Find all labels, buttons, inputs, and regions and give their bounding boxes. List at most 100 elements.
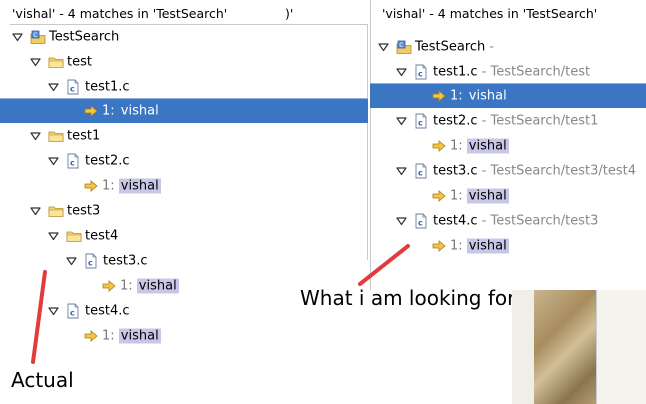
tree-node-folder[interactable]: test4 (0, 223, 368, 248)
node-path: - TestSearch/test3 (477, 213, 599, 228)
tree-node-cfile[interactable]: c test4.c (0, 298, 368, 323)
annotation-actual: Actual (11, 368, 74, 392)
search-match-row[interactable]: 1: vishal (370, 133, 646, 158)
search-match-row[interactable]: 1: vishal (370, 83, 646, 108)
node-name: TestSearch (49, 29, 120, 44)
tree-node-label: test2.c (85, 153, 130, 168)
tree-node-label: test4.c (85, 303, 130, 318)
tree-node-label: test4 (85, 228, 118, 243)
expand-toggle-icon[interactable] (30, 57, 41, 66)
svg-text:c: c (418, 168, 423, 177)
expand-toggle-icon[interactable] (396, 67, 407, 76)
node-name: test2.c (85, 153, 130, 168)
match-line-number: 1: (120, 278, 137, 293)
search-results-header: 'vishal' - 4 matches in 'TestSearch' (382, 6, 598, 21)
tree-node-cfile[interactable]: c test3.c (0, 248, 368, 273)
match-line-number: 1: (102, 103, 119, 118)
expand-toggle-icon[interactable] (396, 116, 407, 125)
expand-toggle-icon[interactable] (48, 82, 59, 91)
svg-text:c: c (418, 118, 423, 127)
match-arrow-icon (84, 179, 98, 192)
tree-node-cfile[interactable]: c test2.c (0, 148, 368, 173)
match-line-number: 1: (102, 328, 119, 343)
match-line-number: 1: (450, 88, 467, 103)
node-name: test1 (67, 128, 101, 143)
node-path: - TestSearch/test1 (477, 113, 599, 128)
svg-text:c: c (70, 308, 75, 317)
tree-node-folder[interactable]: test (0, 49, 368, 74)
svg-text:c: c (70, 158, 75, 167)
svg-text:c: c (70, 84, 75, 93)
tree-node-cfile[interactable]: c test1.c (0, 74, 368, 99)
node-name: test4.c (85, 303, 130, 318)
tree-node-label: test2.c - TestSearch/test1 (433, 113, 598, 128)
node-name: test2.c (433, 113, 478, 128)
match-line-number: 1: (450, 138, 467, 153)
node-name: test1.c (85, 79, 130, 94)
c-file-icon: c (414, 113, 428, 129)
tree-node-cfile[interactable]: c test4.c - TestSearch/test3 (370, 208, 646, 233)
expand-toggle-icon[interactable] (378, 42, 389, 51)
match-label: 1: vishal (120, 278, 179, 293)
tree-node-cfile[interactable]: c test3.c - TestSearch/test3/test4 (370, 158, 646, 183)
svg-text:c: c (418, 218, 423, 227)
expand-toggle-icon[interactable] (48, 306, 59, 315)
match-line-number: 1: (450, 238, 467, 253)
tree-node-folder[interactable]: test1 (0, 123, 368, 148)
tree-node-label: TestSearch (49, 29, 119, 44)
annotation-looking-for: What i am looking for (300, 286, 516, 310)
match-text: vishal (118, 178, 161, 193)
match-arrow-icon (432, 189, 446, 202)
actual-search-results-pane: 'vishal' - 4 matches in 'TestSearch' )' … (0, 6, 368, 348)
search-match-row[interactable]: 1: vishal (0, 98, 368, 123)
search-match-row[interactable]: 1: vishal (0, 273, 368, 298)
search-results-header: 'vishal' - 4 matches in 'TestSearch' (12, 6, 228, 21)
node-name: test (67, 54, 92, 69)
match-text: vishal (118, 103, 161, 118)
folder-icon (48, 203, 64, 219)
match-line-number: 1: (102, 178, 119, 193)
c-file-icon: c (414, 64, 428, 80)
expand-toggle-icon[interactable] (396, 166, 407, 175)
expand-toggle-icon[interactable] (396, 216, 407, 225)
node-name: test3.c (103, 253, 148, 268)
search-match-row[interactable]: 1: vishal (370, 233, 646, 258)
tree-node-cfile[interactable]: c test2.c - TestSearch/test1 (370, 108, 646, 133)
tree-node-label: test (67, 54, 92, 69)
expand-toggle-icon[interactable] (30, 206, 41, 215)
tree-node-label: TestSearch - (415, 39, 494, 54)
search-match-row[interactable]: 1: vishal (370, 183, 646, 208)
expand-toggle-icon[interactable] (30, 131, 41, 140)
pane-border (370, 0, 371, 290)
match-label: 1: vishal (102, 103, 161, 118)
tree-node-label: test1 (67, 128, 100, 143)
pane-border (367, 24, 368, 260)
tree-node-label: test1.c - TestSearch/test (433, 64, 590, 79)
node-name: test1.c (433, 64, 478, 79)
tree-node-folder[interactable]: test3 (0, 198, 368, 223)
expand-toggle-icon[interactable] (12, 32, 23, 41)
match-label: 1: vishal (102, 328, 161, 343)
tree-node-label: test3.c - TestSearch/test3/test4 (433, 163, 636, 178)
tree-node-cfile[interactable]: c test1.c - TestSearch/test (370, 59, 646, 84)
search-match-row[interactable]: 1: vishal (0, 173, 368, 198)
c-file-icon: c (414, 163, 428, 179)
tree-node-label: test4.c - TestSearch/test3 (433, 213, 598, 228)
search-match-row[interactable]: 1: vishal (0, 323, 368, 348)
tree-node-label: test3.c (103, 253, 148, 268)
c-file-icon: c (414, 213, 428, 229)
expand-toggle-icon[interactable] (48, 156, 59, 165)
folder-icon (48, 128, 64, 144)
expand-toggle-icon[interactable] (66, 256, 77, 265)
svg-text:c: c (88, 258, 93, 267)
c-file-icon: c (66, 303, 80, 319)
search-results-header-fragment: )' (285, 6, 294, 21)
node-name: test4 (85, 228, 119, 243)
node-name: test3 (67, 203, 101, 218)
expand-toggle-icon[interactable] (48, 231, 59, 240)
c-file-icon: c (66, 79, 80, 95)
tree-node-label: test1.c (85, 79, 130, 94)
match-text: vishal (118, 328, 161, 343)
